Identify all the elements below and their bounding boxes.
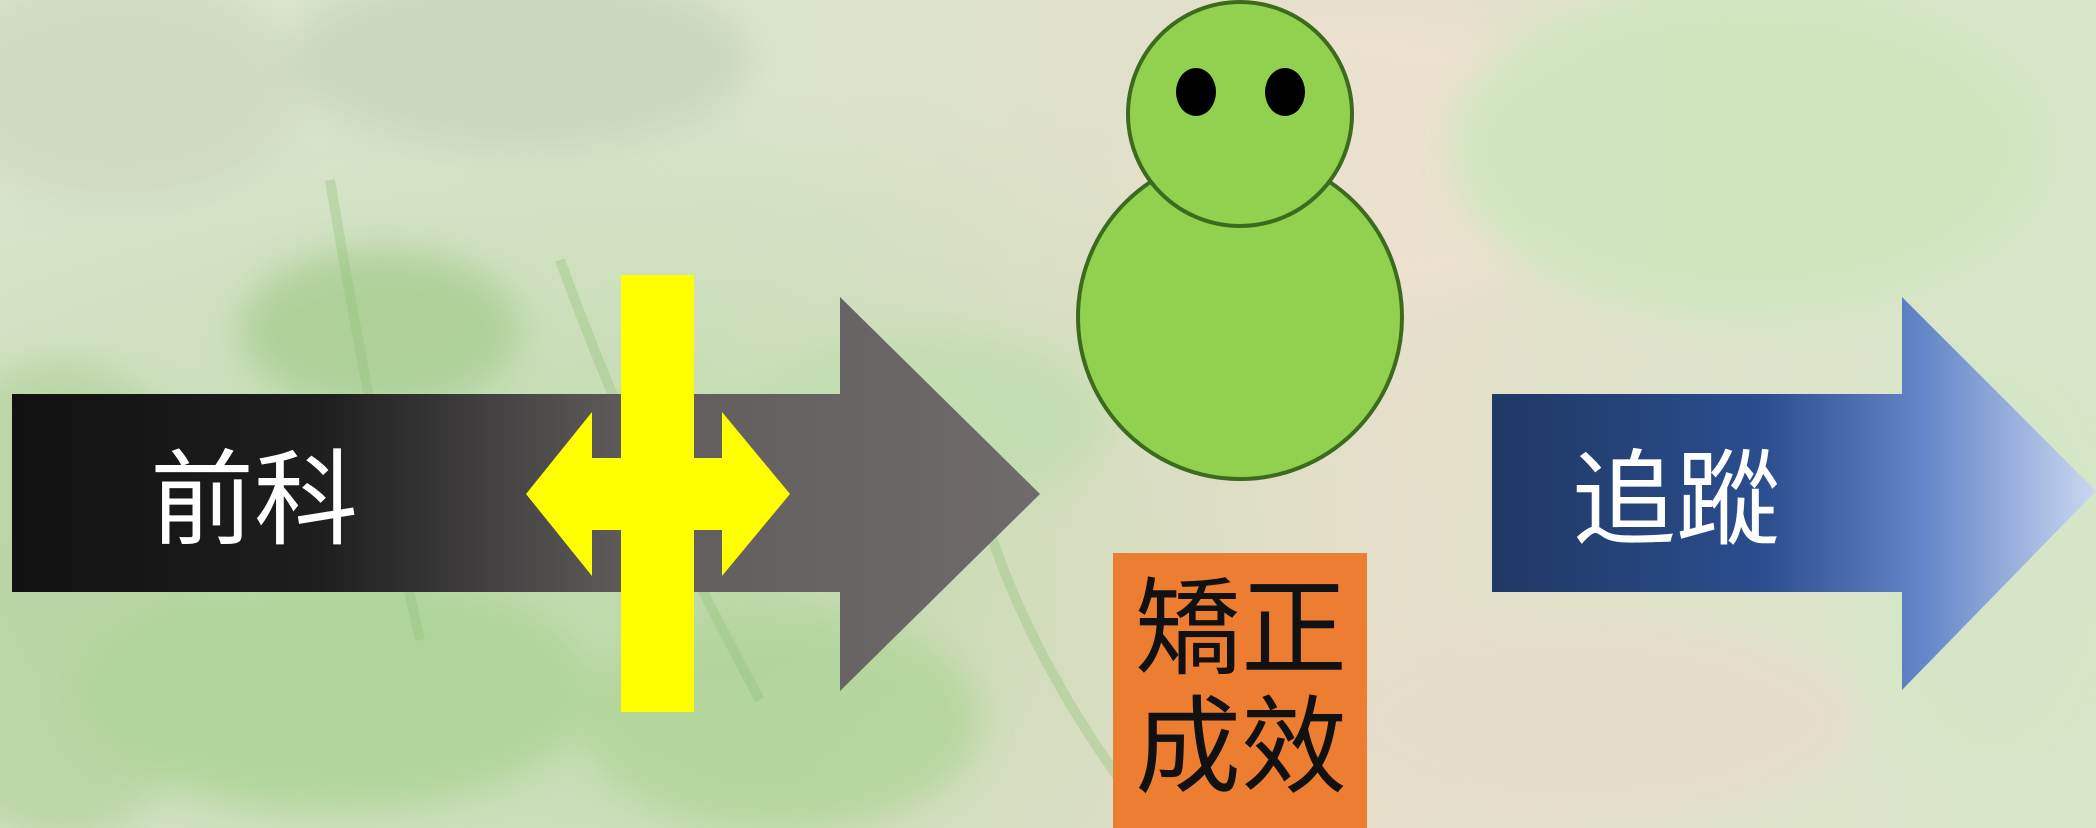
- figure-right-eye: [1265, 68, 1305, 116]
- yellow-vertical-bar: [621, 275, 694, 712]
- orange-box-line-2: 成效: [1135, 686, 1347, 809]
- orange-box: 矯正 成效: [1113, 553, 1367, 828]
- orange-box-bg: [1113, 553, 1367, 828]
- left-arrow-label: 前科: [150, 439, 359, 561]
- orange-box-line-1: 矯正: [1135, 568, 1347, 691]
- figure-head: [1126, 0, 1354, 228]
- right-arrow: [1492, 297, 2096, 690]
- figure-left-eye: [1176, 68, 1216, 116]
- right-arrow-label: 追蹤: [1572, 439, 1781, 561]
